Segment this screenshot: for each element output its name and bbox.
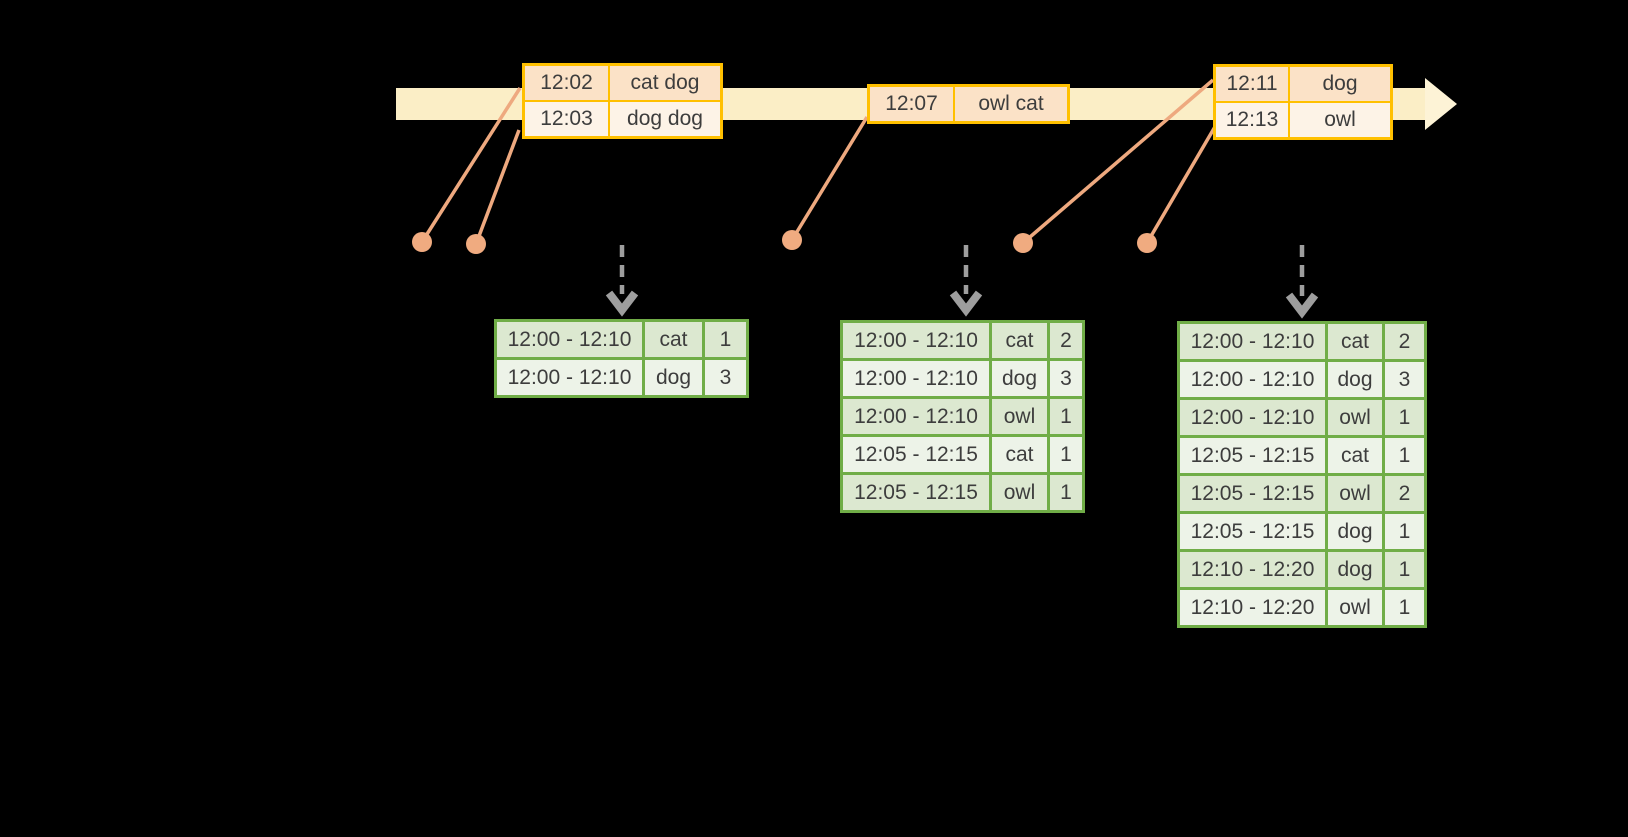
- event-dot: [1137, 233, 1157, 253]
- table-cell: 12:10 - 12:20: [1180, 590, 1325, 625]
- table-cell: 12:03: [525, 102, 608, 136]
- table-cell: 1: [1050, 399, 1082, 434]
- table-cell: 12:13: [1216, 103, 1288, 137]
- table-cell: 1: [1385, 514, 1424, 549]
- event-dot: [412, 232, 432, 252]
- table-cell: 12:05 - 12:15: [1180, 476, 1325, 511]
- event-dot: [466, 234, 486, 254]
- table-cell: 3: [1385, 362, 1424, 397]
- table-cell: 12:00 - 12:10: [843, 399, 989, 434]
- table-cell: dog: [1328, 362, 1382, 397]
- event-connector-line: [420, 87, 522, 243]
- table-cell: 12:05 - 12:15: [1180, 514, 1325, 549]
- table-cell: dog: [645, 360, 702, 395]
- table-cell: owl cat: [955, 87, 1067, 121]
- table-cell: cat: [1328, 324, 1382, 359]
- trigger-arrow-head-icon: [949, 290, 983, 317]
- table-cell: 12:05 - 12:15: [843, 475, 989, 510]
- table-cell: cat: [992, 437, 1047, 472]
- event-connector-line: [1021, 78, 1215, 245]
- table-cell: owl: [992, 475, 1047, 510]
- table-cell: 2: [1385, 476, 1424, 511]
- table-cell: 1: [1385, 438, 1424, 473]
- event-dot: [1013, 233, 1033, 253]
- table-cell: 1: [1050, 437, 1082, 472]
- table-cell: owl: [1328, 590, 1382, 625]
- timeline-arrow-head-icon: [1425, 78, 1457, 130]
- table-cell: 12:00 - 12:10: [1180, 400, 1325, 435]
- event-connector-line: [1145, 124, 1218, 244]
- table-cell: owl: [1328, 476, 1382, 511]
- table-cell: 12:11: [1216, 67, 1288, 101]
- table-cell: dog: [992, 361, 1047, 396]
- table-cell: dog: [1328, 514, 1382, 549]
- table-cell: cat: [645, 322, 702, 357]
- table-cell: 12:00 - 12:10: [843, 361, 989, 396]
- table-cell: 3: [705, 360, 746, 395]
- table-cell: cat dog: [610, 66, 720, 100]
- table-cell: 12:05 - 12:15: [1180, 438, 1325, 473]
- table-cell: cat: [992, 323, 1047, 358]
- table-cell: dog: [1328, 552, 1382, 587]
- table-cell: 1: [705, 322, 746, 357]
- table-cell: 12:00 - 12:10: [1180, 324, 1325, 359]
- table-cell: 12:00 - 12:10: [843, 323, 989, 358]
- event-connector-line: [474, 129, 521, 245]
- table-cell: 2: [1050, 323, 1082, 358]
- table-cell: 1: [1385, 400, 1424, 435]
- table-cell: 2: [1385, 324, 1424, 359]
- table-cell: owl: [1328, 400, 1382, 435]
- table-cell: 12:05 - 12:15: [843, 437, 989, 472]
- table-cell: 1: [1050, 475, 1082, 510]
- table-cell: 1: [1385, 590, 1424, 625]
- table-cell: 12:00 - 12:10: [497, 322, 642, 357]
- trigger-arrow-head-icon: [1285, 292, 1319, 319]
- table-cell: 12:00 - 12:10: [1180, 362, 1325, 397]
- table-cell: 3: [1050, 361, 1082, 396]
- event-connector-line: [790, 116, 869, 241]
- trigger-arrow-head-icon: [605, 290, 639, 317]
- table-cell: dog: [1290, 67, 1390, 101]
- table-cell: owl: [1290, 103, 1390, 137]
- table-cell: 1: [1385, 552, 1424, 587]
- table-cell: dog dog: [610, 102, 720, 136]
- table-cell: 12:00 - 12:10: [497, 360, 642, 395]
- table-cell: 12:07: [870, 87, 953, 121]
- table-cell: cat: [1328, 438, 1382, 473]
- table-cell: 12:02: [525, 66, 608, 100]
- table-cell: 12:10 - 12:20: [1180, 552, 1325, 587]
- table-cell: owl: [992, 399, 1047, 434]
- event-dot: [782, 230, 802, 250]
